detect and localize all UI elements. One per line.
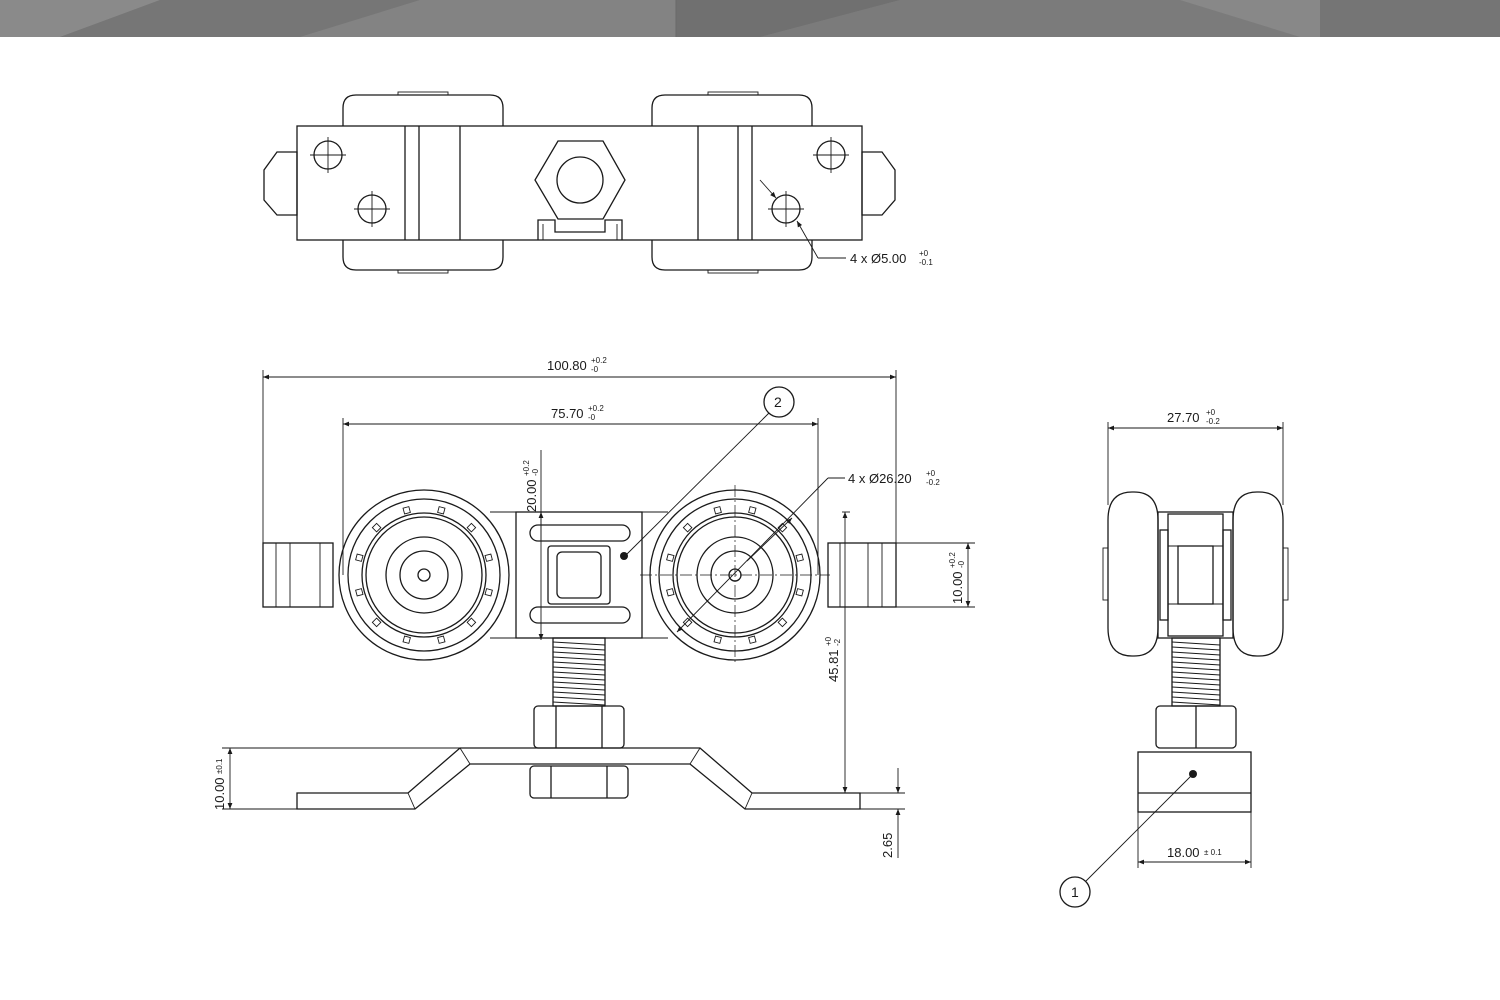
svg-text:±0.1: ±0.1 (215, 758, 224, 774)
base-width-dim: 18.00 (1167, 845, 1200, 860)
svg-text:± 0.1: ± 0.1 (1204, 848, 1222, 857)
hole-callout: 4 x Ø5.00 (850, 251, 906, 266)
wheel-spacing-dim: 75.70 (551, 406, 584, 421)
svg-text:-0: -0 (591, 365, 599, 374)
svg-text:+0.2: +0.2 (591, 356, 607, 365)
svg-text:-0: -0 (531, 468, 540, 476)
axle-height-dim: 10.00 (950, 571, 965, 604)
svg-text:+0.2: +0.2 (522, 460, 531, 476)
side-base (1137, 751, 1252, 813)
hole-callout-tol-lower: -0.1 (919, 258, 933, 267)
plate-thickness-dim: 2.65 (880, 833, 895, 858)
header-banner (0, 0, 1500, 37)
side-wheel-left (1107, 491, 1159, 657)
svg-text:1: 1 (1071, 884, 1079, 900)
right-wheel (640, 485, 830, 665)
left-axle (262, 542, 334, 608)
block-height-dim: 20.00 (524, 479, 539, 512)
banner-pattern (0, 0, 1500, 37)
mounting-plate (296, 747, 861, 810)
top-plate (296, 125, 863, 241)
svg-text:2: 2 (774, 394, 782, 410)
svg-text:-0.2: -0.2 (1206, 417, 1220, 426)
svg-text:+0: +0 (1206, 408, 1216, 417)
svg-text:+0: +0 (824, 636, 833, 646)
side-center-body (1157, 511, 1234, 639)
balloon-1 (1059, 876, 1091, 908)
front-view: 100.80 +0.2 -0 75.70 +0.2 -0 20.00 +0.2 … (212, 356, 975, 858)
hole-callout-tol-upper: +0 (919, 249, 929, 258)
total-height-dim: 45.81 (826, 649, 841, 682)
svg-text:-0: -0 (957, 560, 966, 568)
side-wheel-right (1232, 491, 1284, 657)
svg-text:+0: +0 (926, 469, 936, 478)
svg-text:+0.2: +0.2 (588, 404, 604, 413)
svg-text:-2: -2 (833, 638, 842, 646)
svg-text:+0.2: +0.2 (948, 552, 957, 568)
lower-nut (529, 765, 629, 799)
wheel-diameter-dim: 4 x Ø26.20 (848, 471, 912, 486)
top-view: 4 x Ø5.00 +0 -0.1 (263, 91, 933, 274)
center-block (515, 511, 643, 639)
svg-text:-0: -0 (588, 413, 596, 422)
side-width-dim: 27.70 (1167, 410, 1200, 425)
upper-nut (533, 705, 625, 749)
left-wheel (338, 489, 510, 661)
hex-nut-top (534, 140, 626, 220)
mounting-holes (310, 137, 849, 227)
overall-length-dim: 100.80 (547, 358, 587, 373)
svg-text:-0.2: -0.2 (926, 478, 940, 487)
side-view: 27.70 +0 -0.2 18.00 ± 0.1 1 (1059, 408, 1289, 908)
plate-offset-dim: 10.00 (212, 777, 227, 810)
balloon-2 (763, 386, 795, 418)
right-axle (827, 542, 897, 608)
